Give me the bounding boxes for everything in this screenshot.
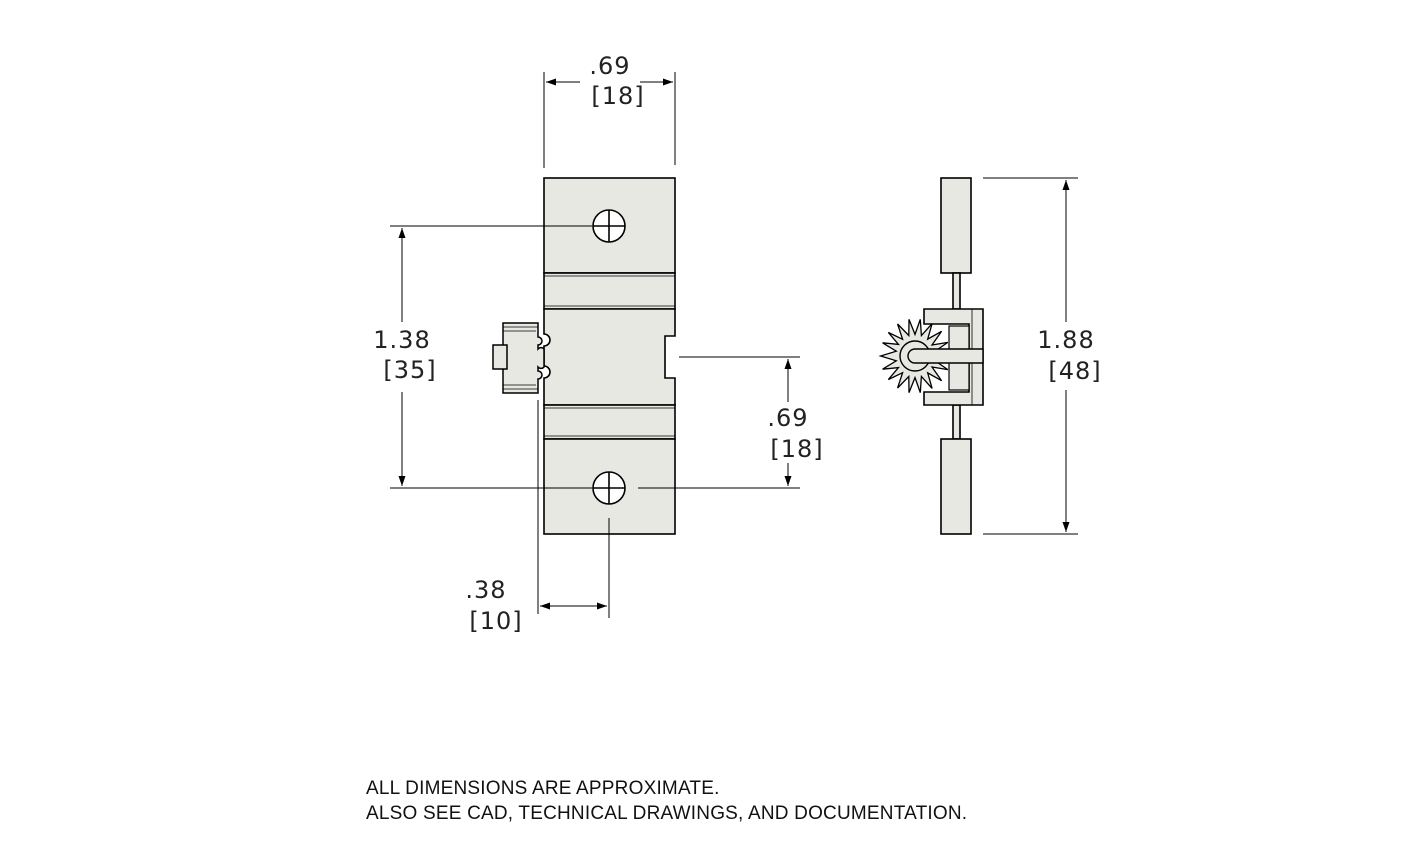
bottom-terminal (940, 438, 972, 535)
side-view (878, 177, 984, 535)
dimension-lines (390, 72, 1078, 618)
dimension-labels: .69 [18] 1.38 [35] .69 [18] .38 [10] 1.8… (373, 52, 1101, 635)
top-screw-hole-icon (592, 209, 626, 243)
center-to-hole-mm: [18] (770, 435, 823, 463)
hole-offset-mm: [10] (469, 607, 522, 635)
front-view (492, 177, 676, 535)
top-rod (952, 272, 961, 310)
bottom-screw-hole-icon (592, 471, 626, 505)
front-body-highlights (544, 275, 675, 437)
adjustment-knob (492, 322, 545, 394)
top-width-mm: [18] (591, 82, 644, 110)
note-approximate: ALL DIMENSIONS ARE APPROXIMATE. (366, 778, 720, 799)
note-see-cad: ALSO SEE CAD, TECHNICAL DRAWINGS, AND DO… (366, 803, 968, 824)
center-to-hole-inch: .69 (767, 404, 808, 432)
hole-offset-inch: .38 (465, 576, 506, 604)
top-terminal (940, 177, 972, 274)
bottom-rod (952, 404, 961, 440)
top-width-inch: .69 (589, 52, 630, 80)
overall-height-mm: [48] (1048, 357, 1101, 385)
hole-spacing-inch: 1.38 (373, 326, 430, 354)
hole-spacing-mm: [35] (383, 356, 436, 384)
overall-height-inch: 1.88 (1037, 326, 1094, 354)
